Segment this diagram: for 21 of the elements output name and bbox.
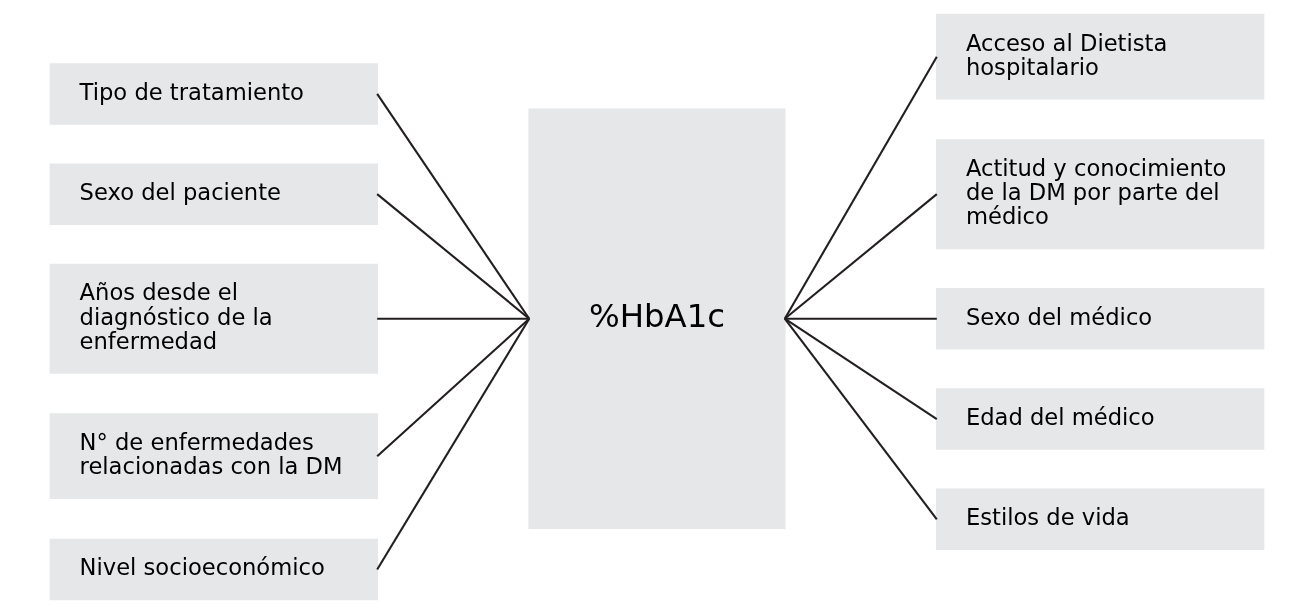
node-box: Actitud y conocimiento de la DM por parte del médico [935,139,1264,250]
connector [376,317,529,320]
connector [376,193,530,320]
node-box: N° de enfermedades relacionadas con la DM [49,413,378,500]
connector [784,317,937,320]
node-box: Acceso al Dietista hospitalario [935,13,1264,100]
node-box: Edad del médico [935,388,1264,450]
node-box: %HbA1c [527,108,786,529]
node-box: Nivel socioeconómico [49,538,378,601]
connector [783,56,938,320]
connector [375,93,530,320]
connector [783,317,937,420]
node-box: Sexo del paciente [49,163,378,225]
node-box: Sexo del médico [935,288,1264,350]
connector [375,318,530,570]
node-box: Tipo de tratamiento [49,63,378,125]
connector [376,317,530,457]
connector [783,318,938,520]
node-box: Estilos de vida [935,488,1264,550]
node-box: Años desde el diagnóstico de la enfermedad [49,263,378,374]
connector [783,193,937,320]
